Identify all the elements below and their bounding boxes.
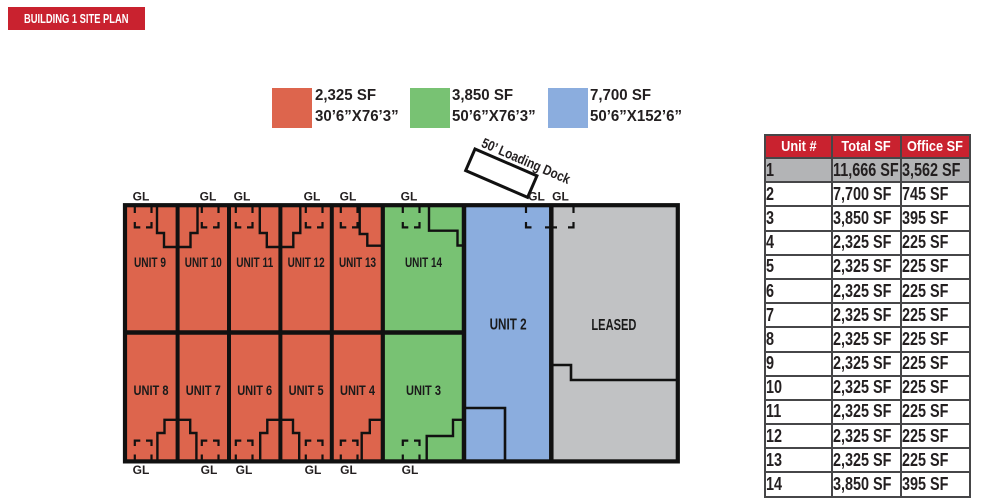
svg-text:GL: GL: [236, 463, 253, 477]
svg-text:GL: GL: [234, 190, 251, 204]
svg-text:UNIT 13: UNIT 13: [339, 254, 376, 270]
svg-text:UNIT 5: UNIT 5: [289, 382, 324, 398]
svg-text:GL: GL: [552, 190, 569, 204]
svg-text:UNIT 11: UNIT 11: [236, 254, 273, 270]
svg-text:UNIT 9: UNIT 9: [134, 254, 166, 270]
svg-text:GL: GL: [402, 463, 419, 477]
svg-text:UNIT 2: UNIT 2: [490, 317, 527, 334]
svg-text:GL: GL: [528, 190, 545, 204]
svg-text:GL: GL: [133, 463, 150, 477]
svg-text:UNIT 10: UNIT 10: [185, 254, 222, 270]
svg-text:GL: GL: [340, 463, 357, 477]
svg-text:GL: GL: [401, 190, 418, 204]
svg-text:UNIT 8: UNIT 8: [134, 382, 169, 398]
svg-text:UNIT 12: UNIT 12: [288, 254, 325, 270]
svg-text:GL: GL: [304, 190, 321, 204]
svg-text:GL: GL: [133, 190, 150, 204]
svg-text:GL: GL: [340, 190, 357, 204]
svg-text:UNIT 14: UNIT 14: [405, 254, 442, 270]
svg-text:GL: GL: [201, 463, 218, 477]
svg-text:UNIT 7: UNIT 7: [186, 382, 221, 398]
svg-text:GL: GL: [200, 190, 217, 204]
svg-text:UNIT 4: UNIT 4: [340, 382, 375, 398]
svg-text:GL: GL: [305, 463, 322, 477]
svg-text:UNIT 3: UNIT 3: [406, 382, 441, 398]
svg-text:LEASED: LEASED: [591, 317, 636, 334]
svg-text:UNIT 6: UNIT 6: [237, 382, 272, 398]
